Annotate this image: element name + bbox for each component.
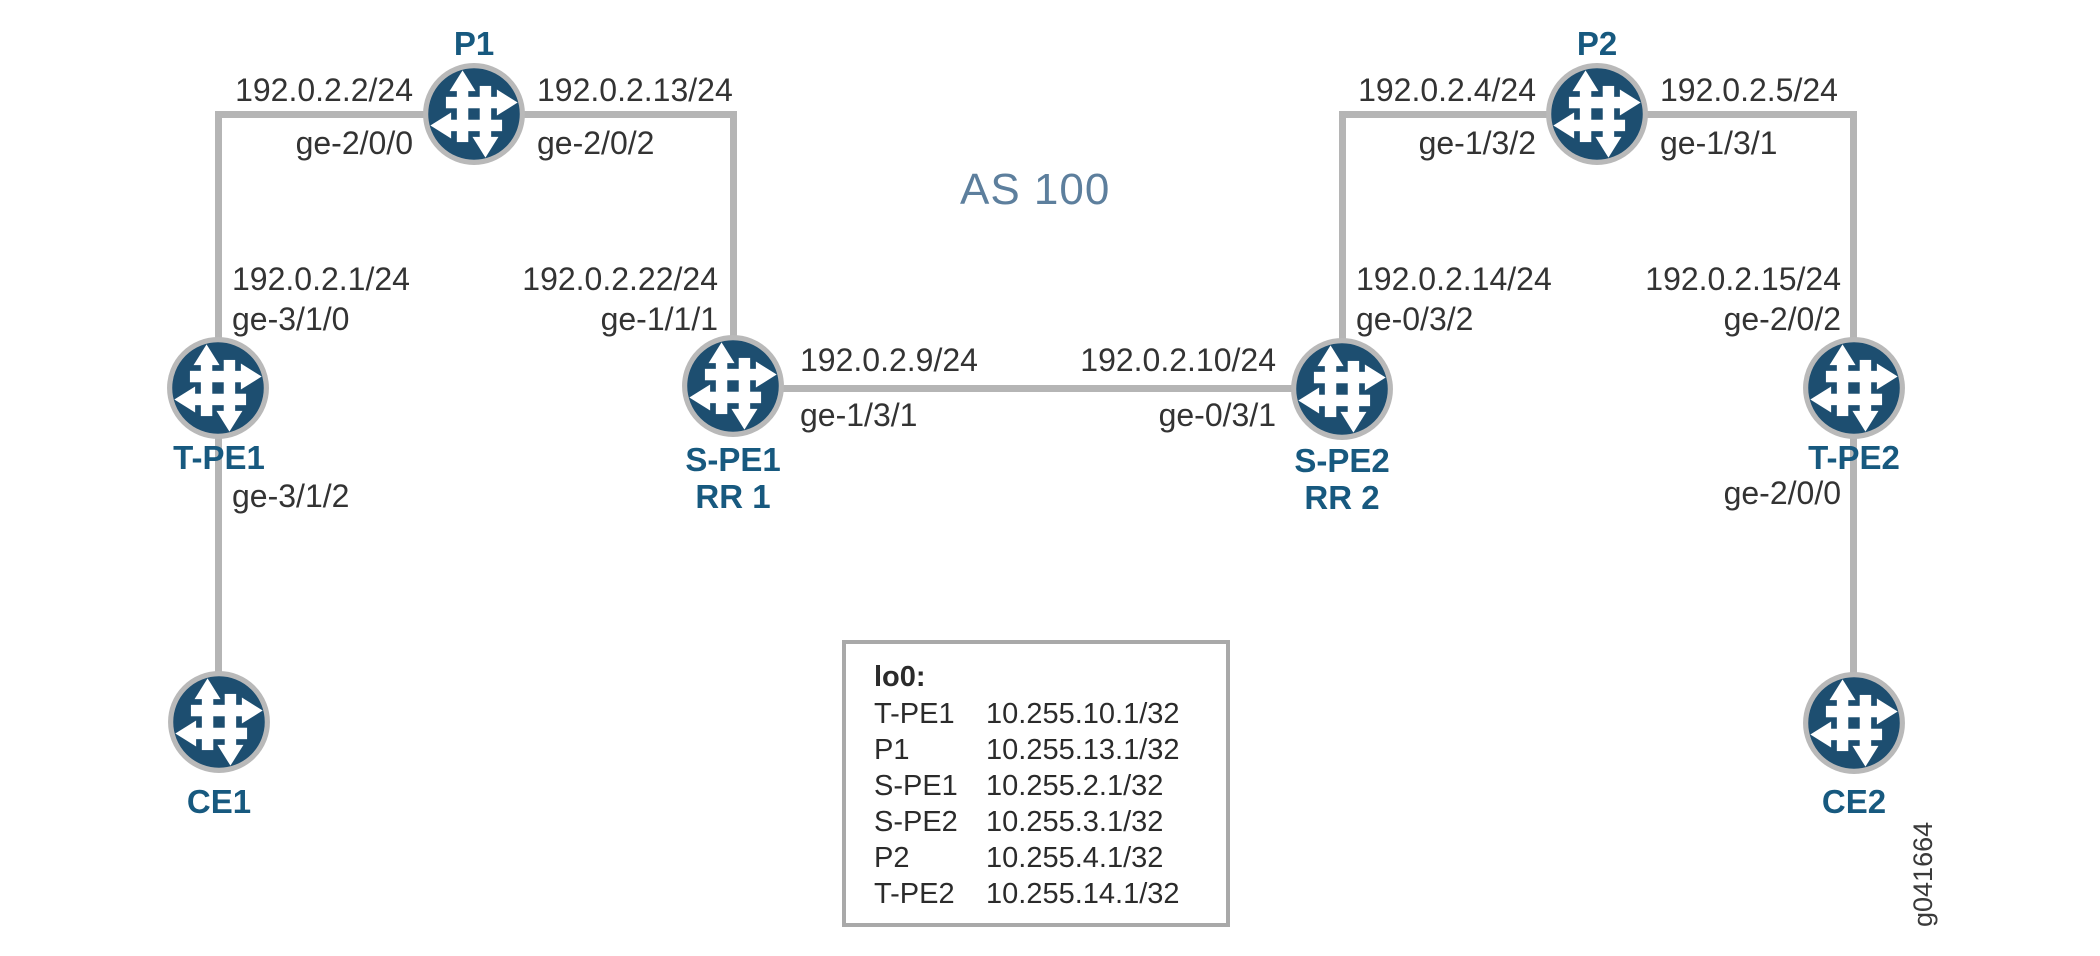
router-icon-tpe2	[1802, 336, 1906, 440]
if-label-spe2-ge031: ge-0/3/1	[1158, 397, 1276, 433]
node-label-ce2: CE2	[1821, 783, 1887, 820]
ip-label-spe1-ge111: 192.0.2.22/24	[522, 261, 718, 297]
loopback-row: T-PE1 10.255.10.1/32	[874, 696, 1226, 732]
ip-label-spe2-ge031: 192.0.2.10/24	[1080, 342, 1276, 378]
router-icon-spe2	[1290, 337, 1394, 441]
loopback-address: 10.255.13.1/32	[986, 734, 1180, 766]
node-label-p1: P1	[453, 25, 495, 62]
ip-label-p1-ge202: 192.0.2.13/24	[537, 72, 733, 108]
router-icon-p2	[1545, 62, 1649, 166]
loopback-row: P1 10.255.13.1/32	[874, 732, 1226, 768]
if-label-spe1-ge131: ge-1/3/1	[800, 397, 918, 433]
loopback-node-name: P2	[874, 842, 910, 874]
if-label-tpe2-ge200: ge-2/0/0	[1723, 475, 1841, 511]
if-label-p2-ge131: ge-1/3/1	[1660, 125, 1778, 161]
router-icon-ce1	[167, 670, 271, 774]
loopback-title: lo0:	[874, 661, 926, 693]
loopback-node-name: S-PE1	[874, 770, 958, 802]
ip-label-spe1-ge131: 192.0.2.9/24	[800, 342, 978, 378]
node-label-spe1: S-PE1	[685, 441, 781, 478]
ip-label-tpe2-ge202: 192.0.2.15/24	[1645, 261, 1841, 297]
node-label-tpe1: T-PE1	[173, 439, 265, 476]
figure-id: g041664	[1908, 821, 1938, 927]
node-sublabel-rr1: RR 1	[695, 478, 771, 515]
loopback-address: 10.255.14.1/32	[986, 878, 1180, 910]
ip-label-spe2-ge032: 192.0.2.14/24	[1356, 261, 1552, 297]
loopback-address: 10.255.3.1/32	[986, 806, 1164, 838]
loopback-address: 10.255.4.1/32	[986, 842, 1164, 874]
node-label-tpe2: T-PE2	[1808, 439, 1900, 476]
if-label-spe2-ge032: ge-0/3/2	[1356, 301, 1474, 337]
link-line-p1-spe1-vertical	[730, 111, 737, 386]
router-icon-tpe1	[166, 336, 270, 440]
loopback-node-name: T-PE1	[874, 698, 955, 730]
loopback-address: 10.255.10.1/32	[986, 698, 1180, 730]
loopback-row: T-PE2 10.255.14.1/32	[874, 876, 1226, 912]
router-icon-ce2	[1802, 671, 1906, 775]
link-line-p2-spe2-vertical	[1339, 111, 1346, 389]
if-label-spe1-ge111: ge-1/1/1	[600, 301, 718, 337]
if-label-p2-ge132: ge-1/3/2	[1418, 125, 1536, 161]
as-label: AS 100	[960, 165, 1111, 214]
ip-label-p2-ge131: 192.0.2.5/24	[1660, 72, 1838, 108]
node-label-p2: P2	[1576, 25, 1618, 62]
loopback-node-name: P1	[874, 734, 910, 766]
loopback-address: 10.255.2.1/32	[986, 770, 1164, 802]
loopback-node-name: S-PE2	[874, 806, 958, 838]
if-label-tpe1-ge312: ge-3/1/2	[232, 478, 350, 514]
ip-label-p1-ge200: 192.0.2.2/24	[235, 72, 413, 108]
loopback-row: S-PE2 10.255.3.1/32	[874, 804, 1226, 840]
loopback-node-name: T-PE2	[874, 878, 955, 910]
loopback-row: P2 10.255.4.1/32	[874, 840, 1226, 876]
node-sublabel-rr2: RR 2	[1304, 479, 1380, 516]
node-label-ce1: CE1	[186, 783, 252, 820]
if-label-tpe1-ge310: ge-3/1/0	[232, 301, 350, 337]
if-label-p1-ge202: ge-2/0/2	[537, 125, 655, 161]
ip-label-tpe1-ge310: 192.0.2.1/24	[232, 261, 410, 297]
loopback-row: S-PE1 10.255.2.1/32	[874, 768, 1226, 804]
ip-label-p2-ge132: 192.0.2.4/24	[1358, 72, 1536, 108]
if-label-tpe2-ge202: ge-2/0/2	[1723, 301, 1841, 337]
router-icon-p1	[422, 62, 526, 166]
link-line-spe1-spe2	[733, 385, 1342, 392]
if-label-p1-ge200: ge-2/0/0	[295, 125, 413, 161]
router-icon-spe1	[681, 334, 785, 438]
loopback-table: lo0: T-PE1 10.255.10.1/32 P1 10.255.13.1…	[842, 640, 1230, 927]
node-label-spe2: S-PE2	[1294, 442, 1390, 479]
